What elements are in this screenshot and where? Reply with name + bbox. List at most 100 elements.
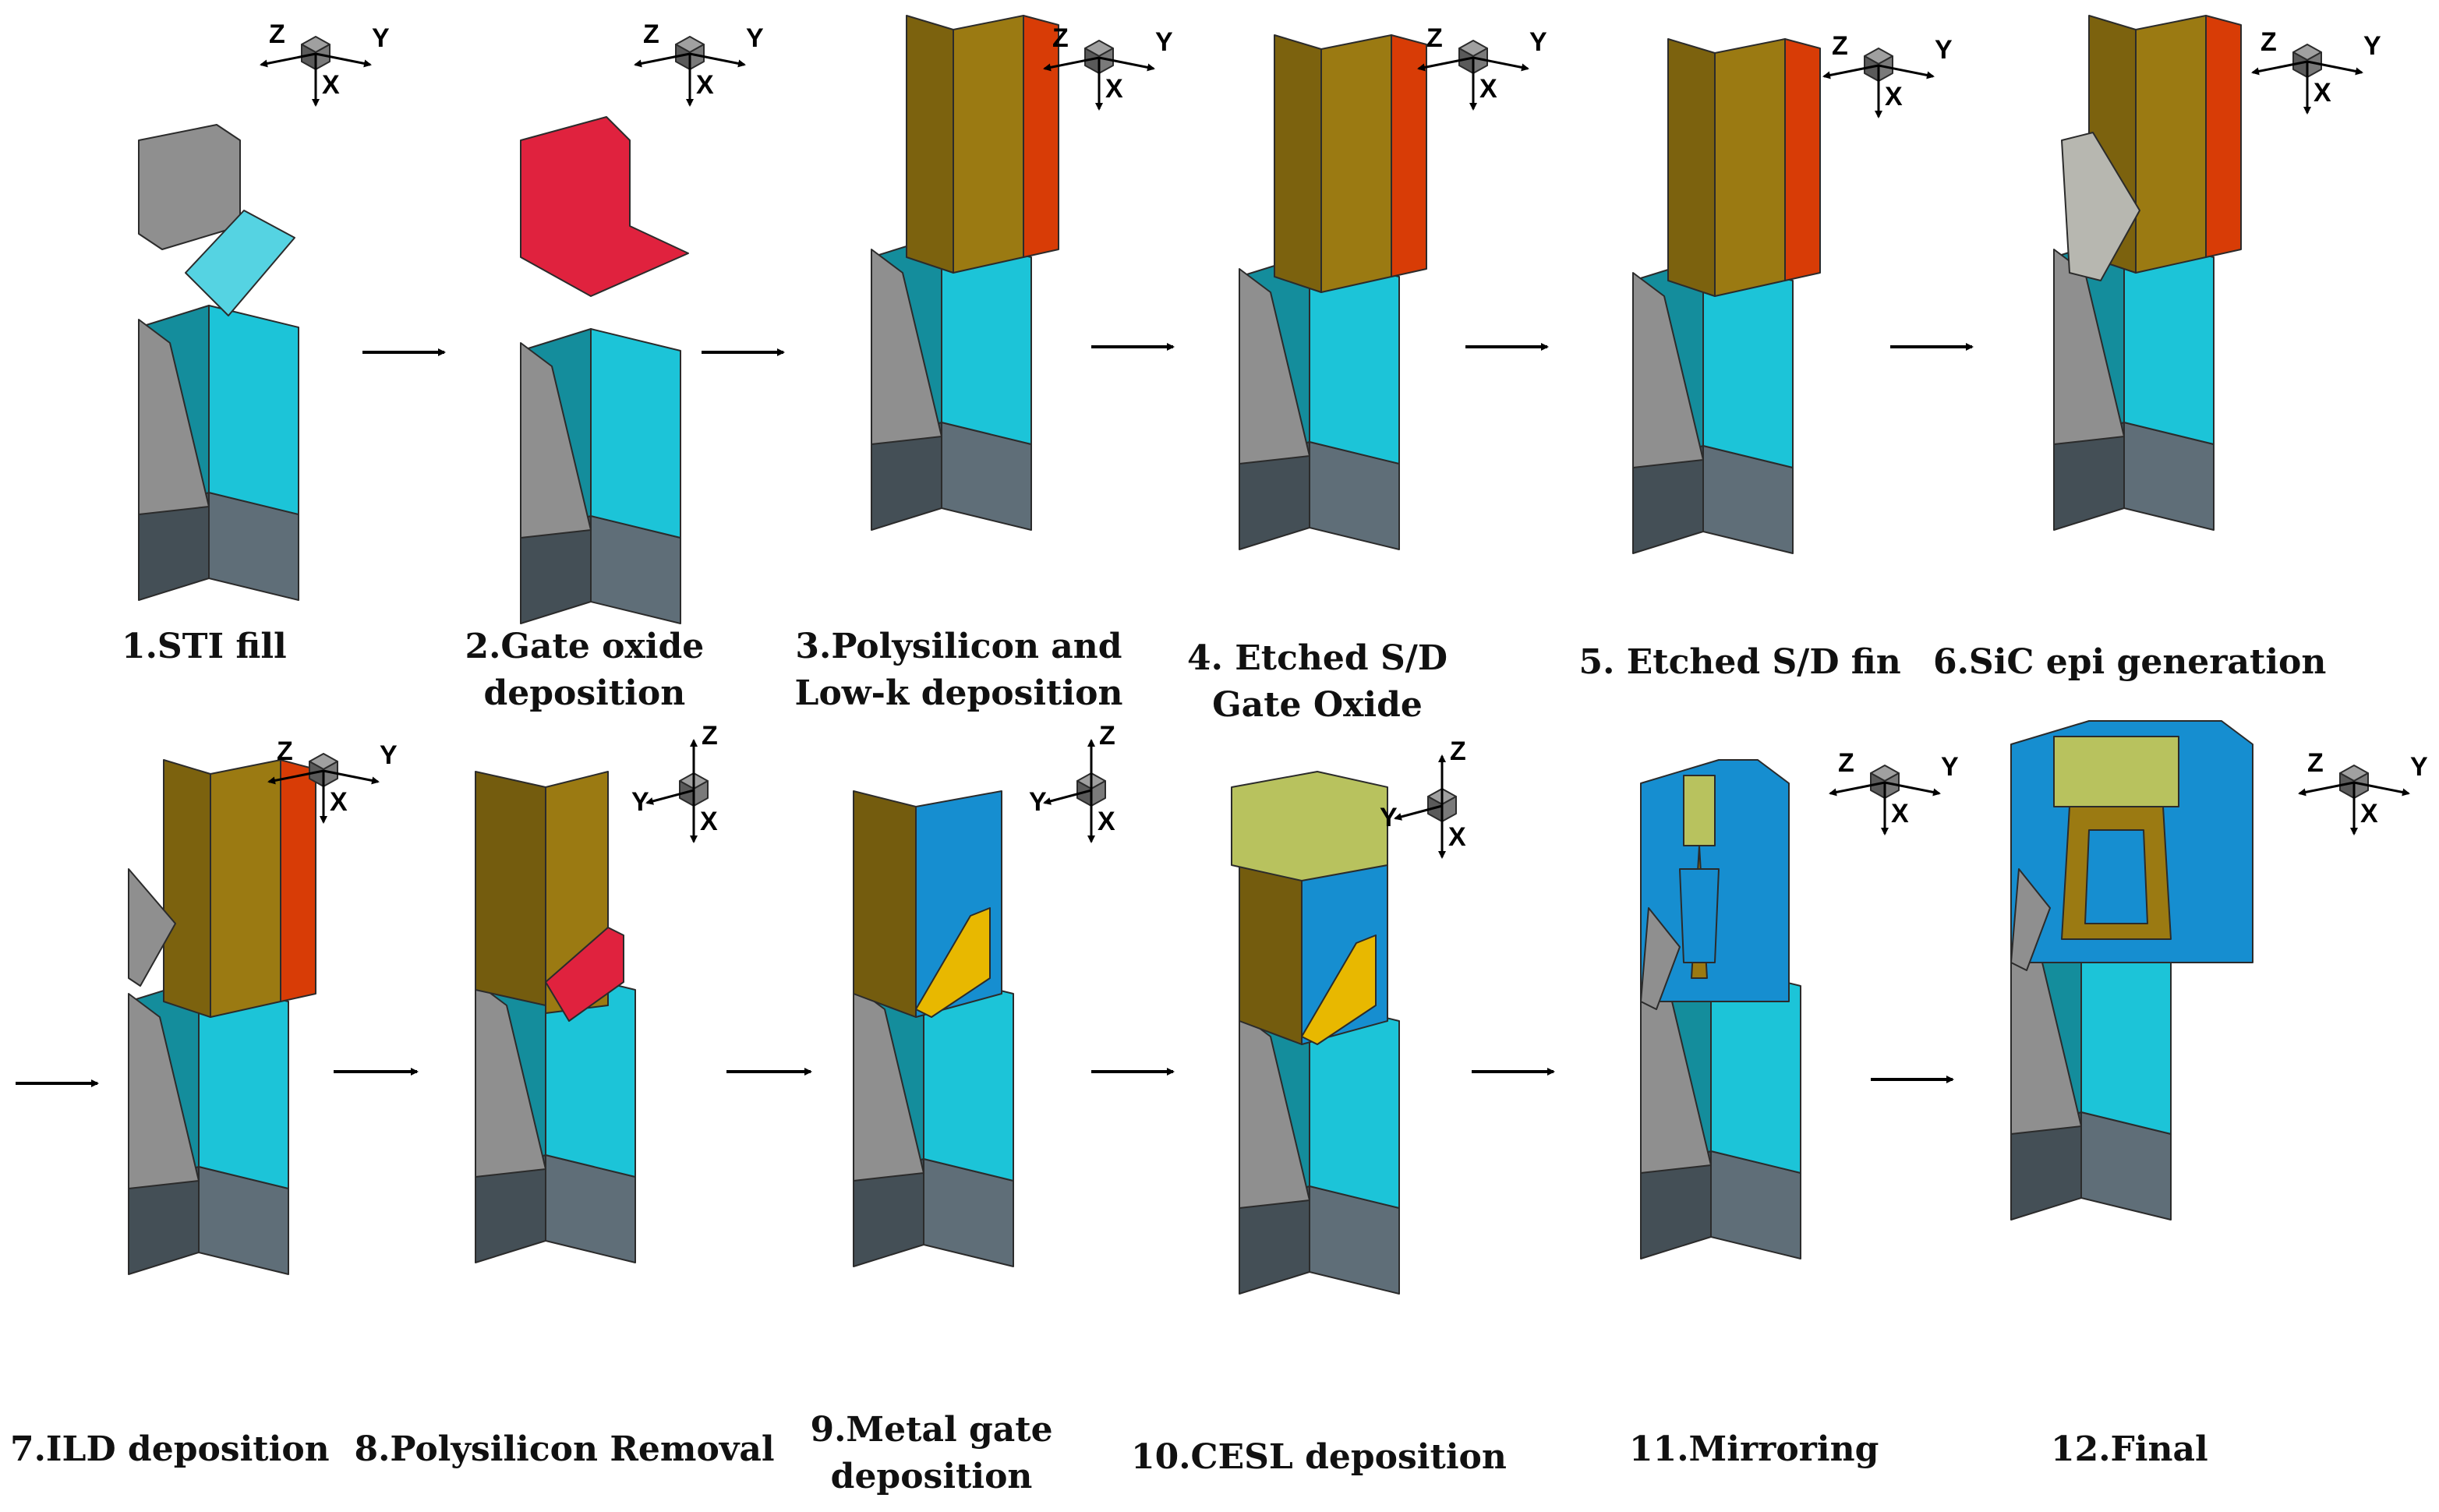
axis-x-label: X	[696, 70, 714, 100]
poly-front-face	[1714, 38, 1786, 297]
lowk-spacer	[280, 759, 316, 1002]
axis-triad: Z Y X	[634, 19, 764, 107]
device-oxide	[520, 116, 689, 624]
metal-gate	[1301, 934, 1377, 1045]
poly-remaining-left	[475, 771, 546, 1006]
axis-y-arrow	[1878, 64, 1935, 79]
axis-y-arrow	[2306, 60, 2363, 76]
poly-left	[853, 790, 917, 1018]
metal-core	[2084, 829, 2148, 924]
lowk-spacer	[2205, 15, 2242, 258]
axis-z-arrow	[1417, 56, 1474, 72]
metal-gate	[915, 907, 991, 1018]
fin-right-face	[208, 305, 299, 515]
axis-z-arrow	[267, 769, 324, 785]
poly-left-face	[1274, 34, 1322, 293]
step-label-line: Gate Oxide	[1212, 685, 1423, 725]
poly-front-face	[953, 15, 1024, 274]
sti-wedge	[520, 342, 592, 539]
ild-side	[1640, 907, 1681, 1010]
axis-z-label: Z	[643, 19, 659, 49]
axis-triad: ZYX	[1380, 737, 1466, 859]
axis-triad: Z Y X	[631, 721, 718, 843]
device-mirror	[1640, 759, 1801, 1259]
device-sti	[138, 124, 299, 601]
axis-y-arrow	[1884, 781, 1941, 797]
axis-y-label: Y	[1935, 35, 1953, 65]
axis-y-label: Y	[2410, 752, 2428, 782]
step-label-7: 7.ILD deposition	[10, 1426, 330, 1473]
gate-oxide-remaining	[545, 927, 624, 1022]
axis-y-label: Y	[631, 787, 649, 817]
axis-x-label: X	[1448, 822, 1466, 852]
step-label-8: 8.Polysilicon Removal	[355, 1426, 775, 1473]
axis-y-arrow	[2353, 781, 2410, 797]
sti-wedge	[128, 993, 200, 1189]
axis-z-label: Z	[702, 721, 718, 751]
lowk-spacer	[1784, 38, 1821, 281]
poly-left-face	[906, 15, 954, 274]
step-label-line: deposition	[483, 673, 686, 713]
step-label-1: 1.STI fill	[122, 624, 287, 670]
step-label-line: 9.Metal gate	[810, 1410, 1053, 1450]
gate-oxide	[520, 116, 689, 297]
axis-x-label: X	[1098, 807, 1115, 836]
metal-core	[1679, 868, 1720, 963]
axis-z-label: Z	[269, 19, 285, 49]
fin-right-face	[590, 328, 681, 539]
sti-wedge	[475, 981, 546, 1178]
axis-z-label: Z	[1426, 23, 1443, 53]
step-label-line: 6.SiC epi generation	[1933, 642, 2327, 682]
ild-side	[128, 868, 176, 987]
axis-y-label: Y	[372, 23, 390, 53]
poly-front-face	[1320, 34, 1392, 293]
axis-x-label: X	[1885, 82, 1903, 111]
axis-z-label: Z	[1099, 721, 1115, 751]
axis-y-label: Y	[1529, 27, 1547, 57]
lowk-spacer	[1023, 15, 1059, 258]
axis-y-arrow	[1043, 789, 1092, 805]
fin-top-face	[185, 210, 295, 316]
axis-y-arrow	[645, 789, 695, 805]
axis-x-label: X	[700, 807, 718, 836]
poly-left-face	[1667, 38, 1716, 297]
axis-y-label: Y	[746, 23, 764, 53]
step-label-line: 2.Gate oxide	[465, 627, 705, 666]
sti-wedge	[1239, 268, 1310, 465]
step-label-11: 11.Mirroring	[1629, 1426, 1879, 1473]
axis-x-label: X	[2360, 799, 2378, 828]
step-label-line: 12.Final	[2051, 1429, 2208, 1469]
device-etch_fin	[1632, 38, 1821, 554]
axis-y-arrow	[1098, 56, 1155, 72]
device-final	[2010, 720, 2253, 1221]
axis-y-label: Y	[380, 740, 398, 770]
axis-y-arrow	[689, 52, 746, 68]
axis-y-arrow	[323, 769, 380, 785]
axis-x-label: X	[322, 70, 340, 100]
sic-epi	[2061, 132, 2140, 281]
axis-z-arrow	[1043, 56, 1100, 72]
step-label-10: 10.CESL deposition	[1131, 1434, 1507, 1481]
device-etch_oxide	[1239, 34, 1427, 550]
axis-y-arrow	[1472, 56, 1529, 72]
axis-y-arrow	[1394, 804, 1443, 821]
axis-z-arrow	[1829, 781, 1886, 797]
axis-x-label: X	[1891, 799, 1909, 828]
step-label-line: 5. Etched S/D fin	[1578, 642, 1901, 682]
step-label-line: 11.Mirroring	[1629, 1429, 1879, 1469]
axis-z-arrow	[2251, 60, 2308, 76]
step-label-line: 7.ILD deposition	[10, 1429, 330, 1469]
axis-z-label: Z	[1052, 23, 1069, 53]
axis-z-arrow	[2298, 781, 2355, 797]
device-ild	[128, 759, 316, 1275]
axis-y-arrow	[315, 52, 372, 68]
axis-z-label: Z	[277, 737, 293, 766]
poly-front-face	[210, 759, 281, 1018]
